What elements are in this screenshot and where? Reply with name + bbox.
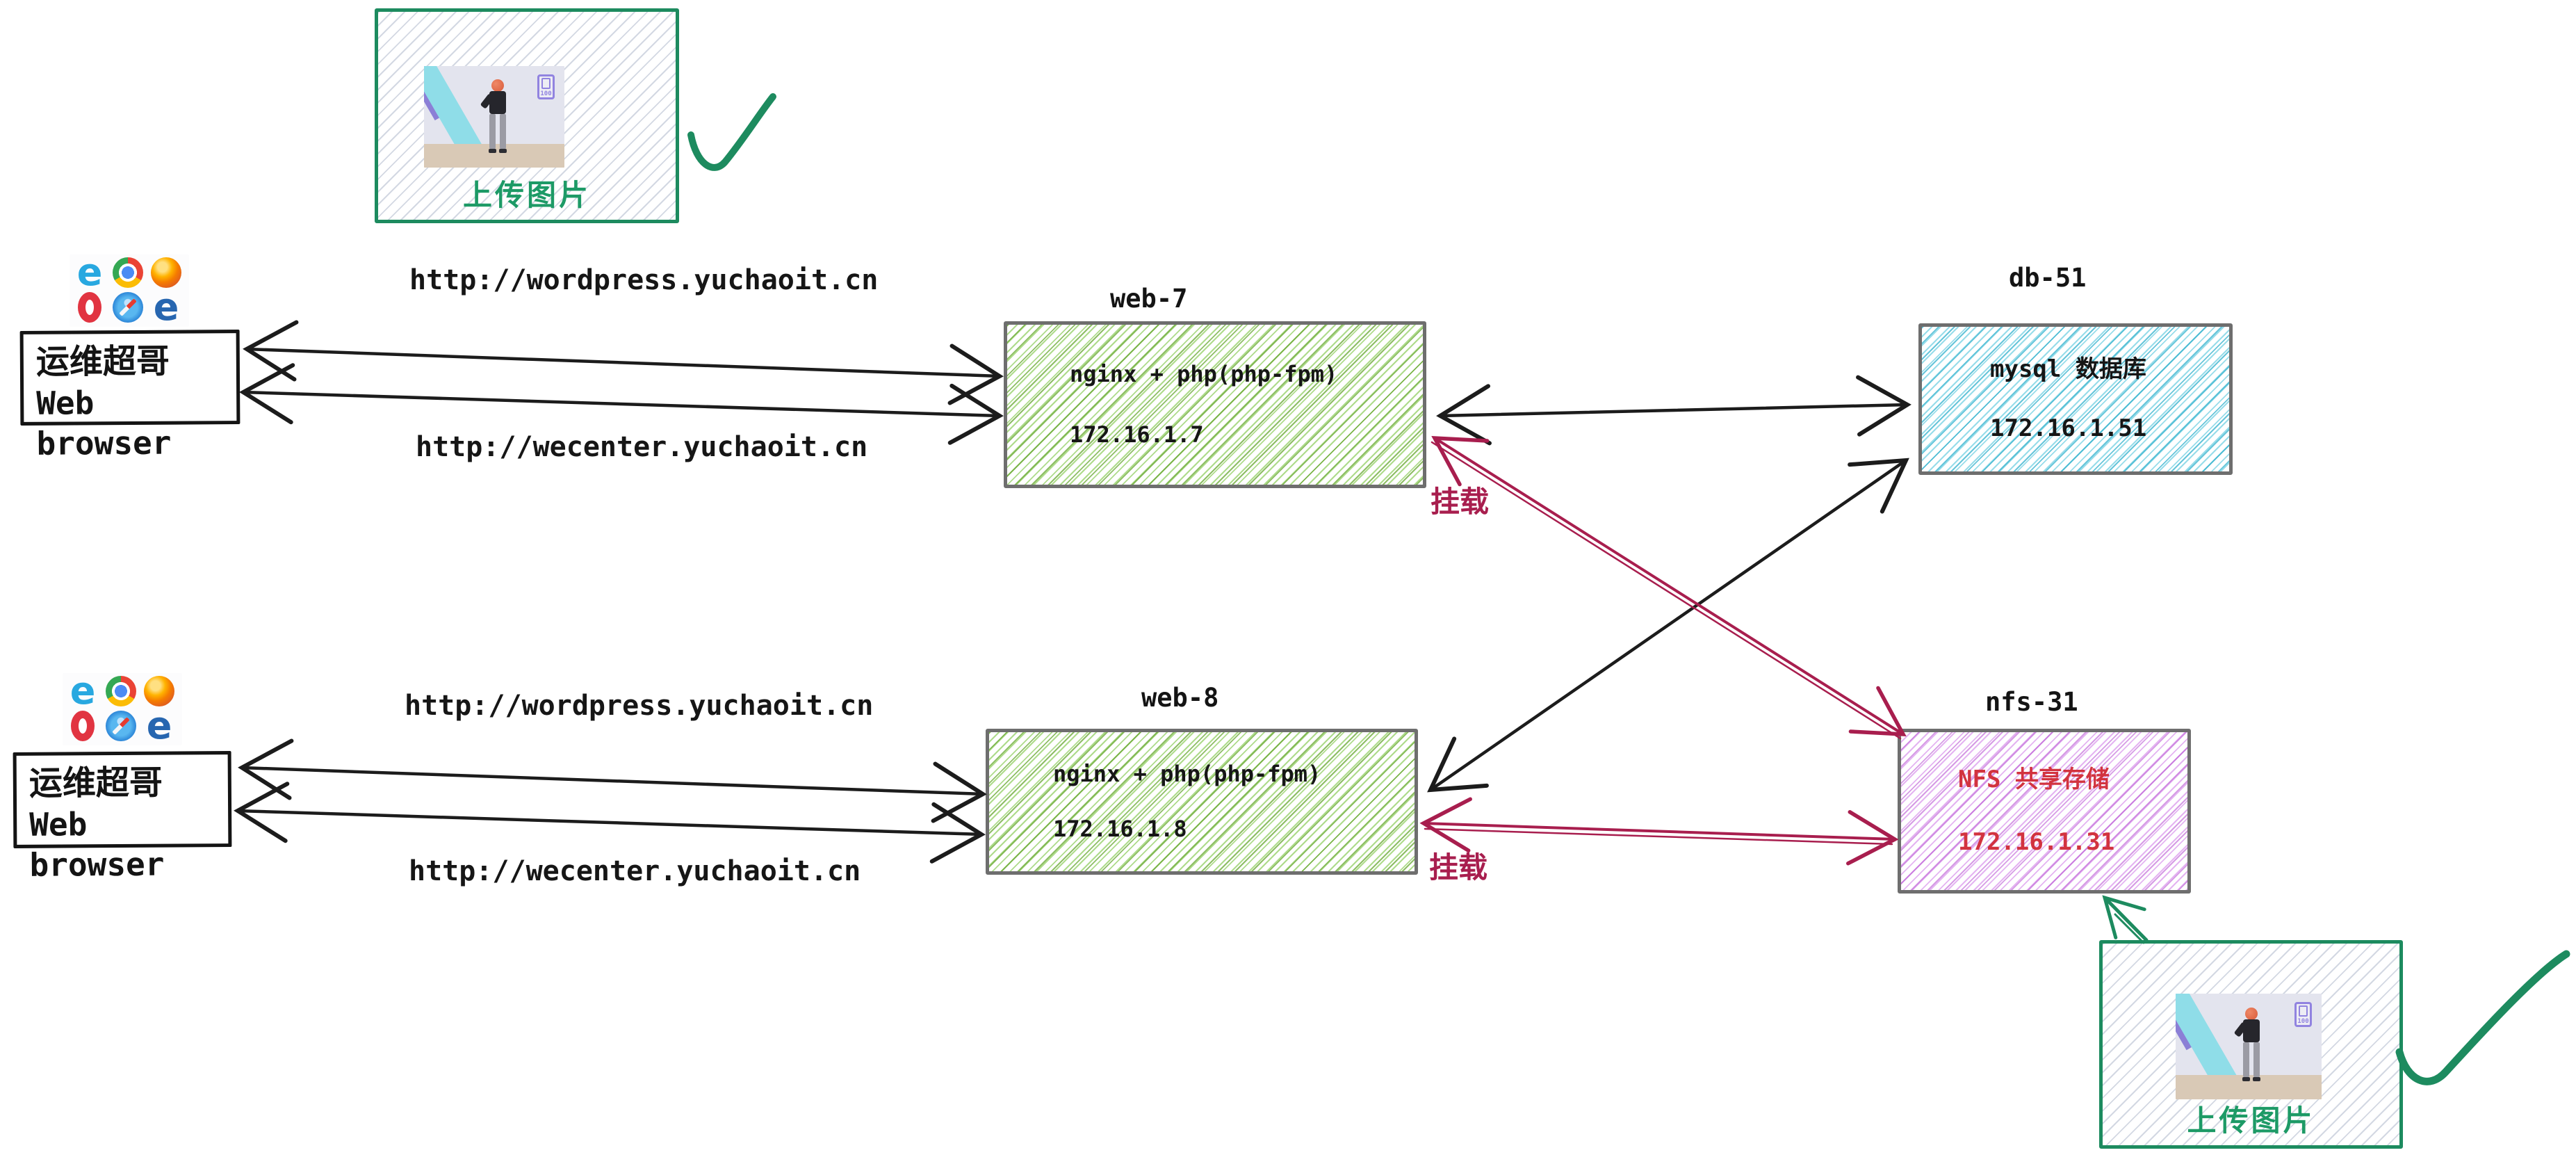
badge-glyph (541, 78, 551, 89)
opera-icon (66, 710, 99, 742)
safari-icon (104, 710, 138, 742)
firefox-icon (142, 675, 176, 707)
nfs-service: NFS 共享存储 (1958, 766, 2110, 794)
balloon-head (2245, 1007, 2258, 1020)
arrow-uploadcard-nfs31 (2102, 895, 2149, 944)
edge-icon: e (153, 285, 179, 329)
arrow-browser1-web7-wordpress (243, 320, 1004, 405)
arrow-browser2-web8-wecenter (234, 782, 986, 864)
sl-100-badge: 100 (2294, 1002, 2312, 1027)
internet-explorer-icon: e (76, 250, 103, 294)
upload-card-top: 100 上传图片 (375, 8, 679, 223)
nfs-ip: 172.16.1.31 (1958, 827, 2115, 856)
client-name-en: Web browser (36, 384, 172, 462)
chrome-icon (104, 675, 138, 707)
mount-label-web8: 挂载 (1429, 850, 1488, 884)
safari-icon (111, 291, 145, 323)
web7-ip: 172.16.1.7 (1070, 421, 1204, 448)
url-label-wordpress-1: http://wordpress.yuchaoit.cn (409, 264, 879, 296)
badge-glyph (2299, 1005, 2308, 1017)
sl-100-badge: 100 (537, 74, 555, 99)
upload-photo: 100 (424, 66, 564, 168)
web-browser-box-1: 运维超哥 Web browser (19, 330, 241, 462)
upload-label: 上传图片 (462, 178, 591, 212)
upload-card-bottom: 100 上传图片 (2099, 940, 2403, 1149)
url-label-wordpress-2: http://wordpress.yuchaoit.cn (405, 690, 874, 722)
browser-icons-card-1: e e (70, 254, 189, 327)
server-title-db51: db-51 (2009, 263, 2087, 293)
checkmark-icon (687, 93, 776, 171)
arrow-web8-db51 (1427, 458, 1909, 793)
arrow-browser2-web8-wordpress (238, 738, 987, 823)
db-ip: 172.16.1.51 (1990, 414, 2147, 442)
client-name-cn: 运维超哥 (28, 763, 163, 803)
upload-photo: 100 (2176, 994, 2322, 1099)
swoosh-checkmark-icon (2395, 950, 2570, 1085)
web7-stack: nginx + php(php-fpm) (1070, 360, 1338, 387)
arrow-web7-nfs31-mount (1430, 435, 1907, 740)
server-db51: mysql 数据库 172.16.1.51 (1918, 323, 2233, 475)
browser-icons-card-2: e e (63, 669, 182, 747)
person-figure (2233, 1007, 2263, 1088)
web8-stack: nginx + php(php-fpm) (1053, 760, 1321, 787)
person-figure (480, 79, 510, 159)
arrow-browser1-web7-wecenter (239, 363, 1004, 445)
url-label-wecenter-1: http://wecenter.yuchaoit.cn (416, 431, 868, 463)
server-nfs31: NFS 共享存储 172.16.1.31 (1898, 729, 2191, 894)
internet-explorer-icon: e (70, 669, 96, 713)
server-title-nfs31: nfs-31 (1985, 687, 2078, 717)
opera-icon (73, 291, 106, 323)
client-name-en: Web browser (29, 805, 165, 884)
db-service: mysql 数据库 (1990, 355, 2146, 383)
upload-label: 上传图片 (2187, 1104, 2315, 1138)
arrow-web8-nfs31-mount (1419, 797, 1899, 866)
firefox-icon (149, 257, 183, 289)
server-title-web7: web-7 (1110, 284, 1188, 314)
mount-label-web7: 挂载 (1430, 485, 1490, 519)
client-name-cn: 运维超哥 (35, 341, 170, 382)
web-browser-box-2: 运维超哥 Web browser (13, 751, 232, 884)
url-label-wecenter-2: http://wecenter.yuchaoit.cn (409, 855, 861, 887)
arrow-web7-db51 (1436, 375, 1911, 446)
server-web8: nginx + php(php-fpm) 172.16.1.8 (986, 729, 1418, 875)
web8-ip: 172.16.1.8 (1053, 816, 1187, 842)
server-web7: nginx + php(php-fpm) 172.16.1.7 (1004, 321, 1426, 488)
chrome-icon (111, 257, 145, 289)
edge-icon: e (146, 704, 172, 747)
server-title-web8: web-8 (1141, 683, 1219, 713)
balloon-head (491, 79, 504, 92)
